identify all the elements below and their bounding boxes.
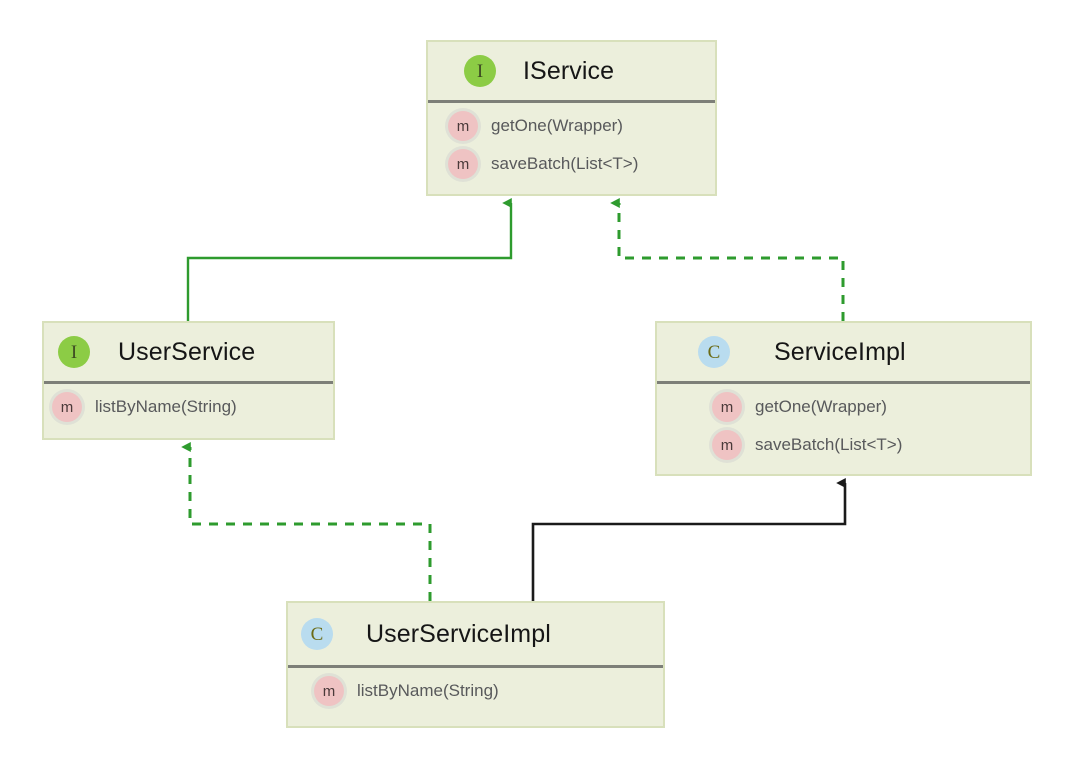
member-list: m getOne(Wrapper) m saveBatch(List<T>) [428, 103, 715, 189]
class-icon: C [301, 618, 333, 650]
member-row[interactable]: m saveBatch(List<T>) [428, 145, 715, 183]
edge-serviceimpl-implements-iservice [610, 197, 845, 321]
member-label: getOne(Wrapper) [755, 397, 887, 416]
class-name: UserService [118, 337, 256, 366]
member-row[interactable]: m listByName(String) [288, 672, 663, 710]
edge-userserviceimpl-extends-serviceimpl [531, 477, 847, 601]
interface-icon: I [464, 55, 496, 87]
method-icon: m [314, 676, 344, 706]
header-divider [44, 381, 333, 384]
class-name: IService [523, 56, 615, 85]
class-box-userservice[interactable]: I UserService m listByName(String) [42, 321, 335, 440]
class-name: ServiceImpl [774, 337, 906, 366]
member-list: m listByName(String) [44, 384, 333, 432]
method-icon: m [448, 111, 478, 141]
member-row[interactable]: m getOne(Wrapper) [657, 388, 1030, 426]
class-icon: C [698, 336, 730, 368]
method-icon: m [712, 430, 742, 460]
class-box-iservice[interactable]: I IService m getOne(Wrapper) m saveBatch… [426, 40, 717, 196]
class-box-userserviceimpl[interactable]: C UserServiceImpl m listByName(String) [286, 601, 665, 728]
header-divider [428, 100, 715, 103]
class-box-header: C UserServiceImpl [288, 603, 663, 665]
member-row[interactable]: m listByName(String) [44, 388, 333, 426]
method-icon: m [52, 392, 82, 422]
member-label: saveBatch(List<T>) [755, 435, 903, 454]
member-list: m listByName(String) [288, 668, 663, 716]
member-label: listByName(String) [357, 681, 499, 700]
edge-userserviceimpl-implements-userservice [181, 441, 432, 601]
method-icon: m [712, 392, 742, 422]
member-row[interactable]: m getOne(Wrapper) [428, 107, 715, 145]
interface-icon: I [58, 336, 90, 368]
edge-userservice-extends-iservice [186, 197, 513, 321]
method-icon: m [448, 149, 478, 179]
header-divider [657, 381, 1030, 384]
class-box-header: C ServiceImpl [657, 323, 1030, 381]
class-name: UserServiceImpl [366, 619, 551, 648]
class-box-header: I IService [428, 42, 715, 100]
class-box-serviceimpl[interactable]: C ServiceImpl m getOne(Wrapper) m saveBa… [655, 321, 1032, 476]
member-label: listByName(String) [95, 397, 237, 416]
member-row[interactable]: m saveBatch(List<T>) [657, 426, 1030, 464]
member-label: saveBatch(List<T>) [491, 154, 639, 173]
member-list: m getOne(Wrapper) m saveBatch(List<T>) [657, 384, 1030, 470]
class-box-header: I UserService [44, 323, 333, 381]
header-divider [288, 665, 663, 668]
member-label: getOne(Wrapper) [491, 116, 623, 135]
